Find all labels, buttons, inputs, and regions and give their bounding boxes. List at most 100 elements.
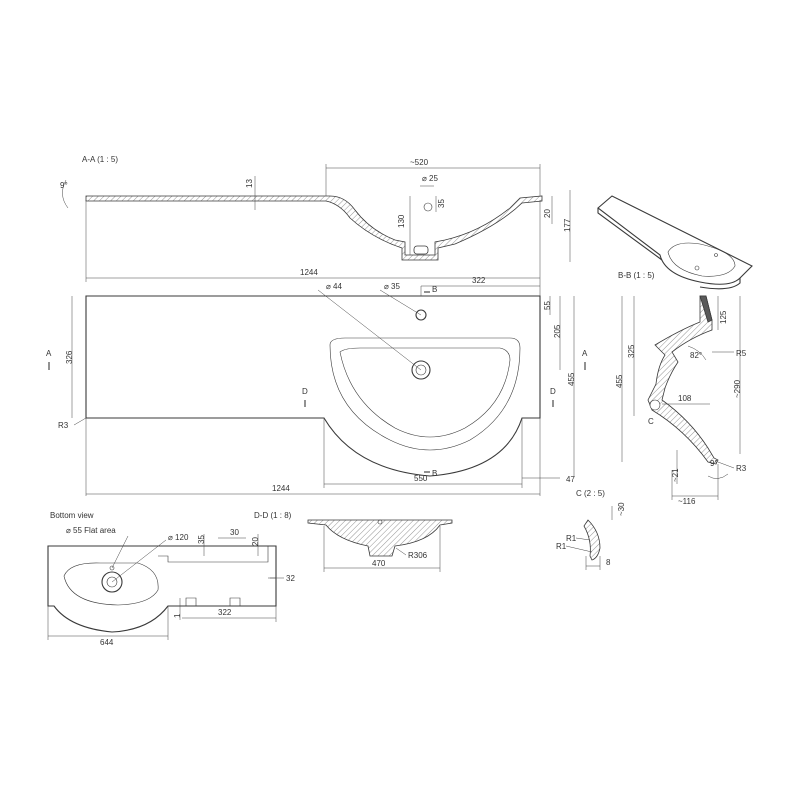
dim-label: ⌀ 55 Flat area xyxy=(66,526,116,535)
dim-label: R3 xyxy=(58,421,69,430)
bottom-drain-outer xyxy=(101,571,123,593)
section-marker-b: B xyxy=(432,469,437,478)
top-view: ⌀ 44 ⌀ 35 322 55 205 455 326 R3 550 47 1… xyxy=(46,276,588,496)
dim-label: 550 xyxy=(414,474,428,483)
section-dd-profile xyxy=(307,519,453,557)
section-aa-view: A-A (1 : 5) ~520 ⌀ 25 13 130 35 20 177 1… xyxy=(60,155,572,282)
dim-label: 108 xyxy=(678,394,692,403)
dim-label: 455 xyxy=(567,372,576,386)
dim-label: ~290 xyxy=(733,379,742,398)
detail-c-title: C (2 : 5) xyxy=(576,489,605,498)
bottom-basin xyxy=(63,562,159,606)
dim-label: 177 xyxy=(563,218,572,232)
dim-label: R1 xyxy=(566,534,577,543)
dim-label: R306 xyxy=(408,551,428,560)
dim-label: 644 xyxy=(100,638,114,647)
dim-label: 47 xyxy=(566,475,575,484)
dim-label: ⌀ 25 xyxy=(422,174,438,183)
section-bb-profile xyxy=(647,295,719,465)
leader xyxy=(73,417,87,426)
dim-label: R1 xyxy=(556,542,567,551)
leader xyxy=(317,289,422,371)
section-marker-a: A xyxy=(582,349,588,358)
dim-label: ~30 xyxy=(617,502,626,516)
dim-label: 325 xyxy=(627,344,636,358)
isometric-view xyxy=(597,195,753,290)
drain-outer xyxy=(411,360,431,380)
dim-label: 55 xyxy=(543,301,552,310)
section-marker-b: B xyxy=(432,285,437,294)
dim-label: 326 xyxy=(65,350,74,364)
angle-label: 9° xyxy=(60,181,68,190)
isometric-basin xyxy=(667,242,736,277)
tap-hole xyxy=(423,202,433,212)
dim-label: 130 xyxy=(397,214,406,228)
leader xyxy=(111,539,167,583)
leader xyxy=(379,289,422,316)
leader xyxy=(717,461,735,469)
dim-label: 20 xyxy=(251,537,260,546)
dim-label: 1244 xyxy=(272,484,290,493)
dd-tap xyxy=(377,519,383,525)
angle-arc xyxy=(62,179,69,209)
section-aa-title: A-A (1 : 5) xyxy=(82,155,118,164)
dim-label: 8 xyxy=(606,558,611,567)
section-dd-title: D-D (1 : 8) xyxy=(254,511,292,520)
drain-inner xyxy=(415,364,427,376)
flat-area xyxy=(109,565,115,571)
detail-c-view: C (2 : 5) ~30 R1 R1 8 xyxy=(556,489,626,570)
isometric-tap xyxy=(714,253,718,257)
dim-label: 322 xyxy=(218,608,232,617)
section-marker-d: D xyxy=(550,387,556,396)
dim-label: ⌀ 44 xyxy=(326,282,342,291)
section-aa-drain xyxy=(413,245,429,255)
leader xyxy=(565,545,593,553)
angle-arc xyxy=(687,345,707,361)
detail-marker-c: C xyxy=(648,417,654,426)
dim-label: 125 xyxy=(719,310,728,324)
dim-label: 30 xyxy=(230,528,239,537)
angle-label: 82° xyxy=(690,351,702,360)
section-bb-title: B-B (1 : 5) xyxy=(618,271,655,280)
dim-label: 455 xyxy=(615,374,624,388)
angle-label: 9° xyxy=(710,459,718,468)
section-aa-profile xyxy=(85,195,543,261)
dim-label: 322 xyxy=(472,276,486,285)
section-dd-view: D-D (1 : 8) 470 R306 xyxy=(254,511,453,572)
isometric-edge xyxy=(597,208,741,290)
section-bb-rim xyxy=(699,295,713,323)
section-marker-d: D xyxy=(302,387,308,396)
dim-label: 35 xyxy=(437,199,446,208)
dim-label: 205 xyxy=(553,324,562,338)
isometric-drain xyxy=(694,265,700,271)
dim-label: ⌀ 120 xyxy=(168,533,189,542)
dim-label: ⌀ 35 xyxy=(384,282,400,291)
bottom-ribs xyxy=(158,546,276,606)
dim-label: 35 xyxy=(197,535,206,544)
basin-rim xyxy=(329,337,521,451)
section-marker-a: A xyxy=(46,349,52,358)
section-bb-circle xyxy=(649,399,661,411)
dim-label: R5 xyxy=(736,349,747,358)
basin-inner xyxy=(339,347,511,438)
tap-hole xyxy=(415,309,427,321)
dim-label: ~116 xyxy=(678,497,696,506)
bottom-view-outline xyxy=(47,545,277,633)
dim-label: 1244 xyxy=(300,268,318,277)
leader xyxy=(395,547,407,556)
angle-arc xyxy=(707,473,729,479)
section-bb-view: B-B (1 : 5) 455 325 125 ~290 82° R5 108 … xyxy=(615,271,747,506)
dim-label: ~21 xyxy=(671,468,680,482)
leader xyxy=(111,535,129,569)
detail-c-profile xyxy=(583,519,601,561)
dim-label: 32 xyxy=(286,574,295,583)
dim-label: 20 xyxy=(543,209,552,218)
bottom-drain-inner xyxy=(106,576,118,588)
dim-label: ~520 xyxy=(410,158,429,167)
top-view-outline xyxy=(85,295,541,477)
leader xyxy=(575,537,591,541)
dim-label: 13 xyxy=(245,179,254,188)
dim-label: 1 xyxy=(173,613,182,618)
